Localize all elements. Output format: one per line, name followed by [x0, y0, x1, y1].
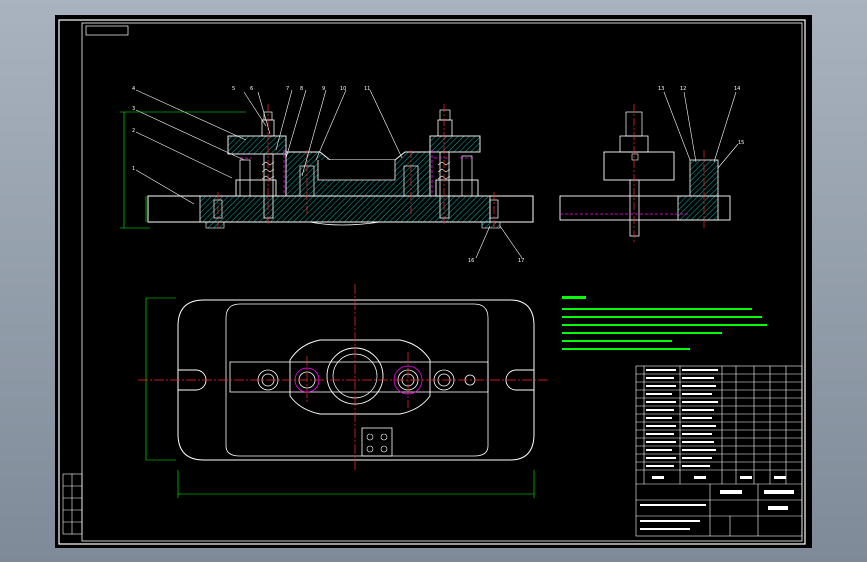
bom-text: [640, 369, 794, 530]
drawing-frame: [81, 22, 803, 542]
side-section-view: [559, 91, 739, 242]
binding-strip: [62, 473, 83, 535]
plan-view: [138, 284, 548, 498]
part-label: 15: [738, 140, 744, 146]
side-part-labels: 13 12 14 15: [658, 86, 744, 146]
drawing-canvas: 4 3 2 1 5 6 7 8 9 10 11 16 17: [58, 19, 806, 545]
drawing-sheet: 4 3 2 1 5 6 7 8 9 10 11 16 17: [55, 15, 812, 548]
title-block: [635, 365, 803, 537]
part-label: 9: [322, 86, 325, 92]
part-label: 6: [250, 86, 253, 92]
front-part-labels: 4 3 2 1 5 6 7 8 9 10 11 16 17: [132, 86, 524, 264]
part-label: 8: [300, 86, 303, 92]
technical-notes: [562, 296, 767, 350]
part-label: 5: [232, 86, 235, 92]
part-label: 3: [132, 106, 135, 112]
part-label: 7: [286, 86, 289, 92]
part-label: 16: [468, 258, 474, 264]
part-label: 13: [658, 86, 664, 92]
front-section-view: [120, 89, 534, 259]
part-label: 11: [364, 86, 370, 92]
part-label: 14: [734, 86, 740, 92]
part-label: 10: [340, 86, 346, 92]
part-label: 17: [518, 258, 524, 264]
part-label: 2: [132, 128, 135, 134]
drawing-number-box: [85, 25, 129, 36]
part-label: 1: [132, 166, 135, 172]
sheet-border: [58, 19, 806, 545]
part-label: 4: [132, 86, 135, 92]
part-label: 12: [680, 86, 686, 92]
